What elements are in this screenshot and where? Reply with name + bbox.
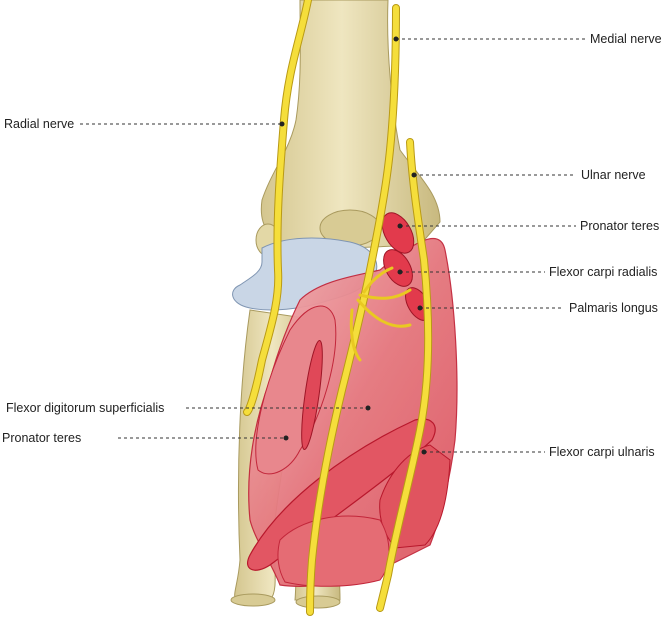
flexor-carpi-radialis-cut-end [383, 249, 413, 287]
label-palmaris-longus: Palmaris longus [569, 301, 658, 315]
label-flexor-carpi-radialis: Flexor carpi radialis [549, 265, 658, 279]
fds-cut-end [301, 340, 323, 450]
radius-end [230, 593, 276, 607]
label-radial-nerve: Radial nerve [4, 117, 75, 131]
lower-flexor-muscle [277, 515, 390, 587]
pronator-teres-cut-end [381, 212, 415, 254]
label-pronator-teres-left: Pronator teres [2, 431, 82, 445]
ulna-end [295, 595, 341, 609]
label-flexor-carpi-ulnaris: Flexor carpi ulnaris [549, 445, 655, 459]
label-medial-nerve: Medial nerve [590, 32, 662, 46]
leader-lines [80, 36, 585, 455]
label-ulnar-nerve: Ulnar nerve [581, 168, 646, 182]
label-flexor-digitorum-superficialis: Flexor digitorum superficialis [6, 401, 165, 415]
label-pronator-teres-right: Pronator teres [580, 219, 660, 233]
